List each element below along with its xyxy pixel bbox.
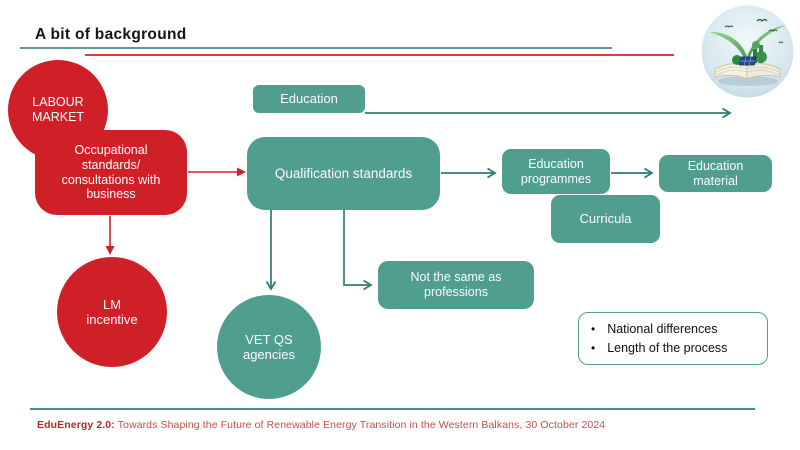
vet-qs-agencies-circle: VET QS agencies (217, 295, 321, 399)
bullet-icon (591, 322, 607, 336)
education-label: Education (280, 91, 338, 107)
green-book-logo-icon (701, 5, 794, 98)
footer-brand: EduEnergy 2.0: (37, 419, 115, 431)
curricula-label: Curricula (579, 211, 632, 227)
footer-text: EduEnergy 2.0: Towards Shaping the Futur… (37, 419, 605, 431)
notes-callout: National differences Length of the proce… (578, 312, 768, 365)
not-same-as-professions-box: Not the same as professions (378, 261, 534, 309)
curricula-box: Curricula (551, 195, 660, 243)
callout-item-label: National differences (607, 322, 718, 336)
footer-title: Towards Shaping the Future of Renewable … (114, 419, 606, 431)
lm-incentive-circle: LM incentive (57, 257, 167, 367)
occupational-standards-label: Occupational standards/ consultations wi… (61, 143, 161, 202)
education-material-box: Education material (659, 155, 772, 192)
footer-rule (30, 408, 755, 410)
not-same-as-professions-label: Not the same as professions (410, 270, 502, 299)
title-underline-red (85, 54, 674, 56)
callout-item: National differences (591, 322, 757, 336)
arrow-qualification-to-notsame (343, 210, 373, 291)
callout-item: Length of the process (591, 341, 757, 355)
education-box: Education (253, 85, 365, 113)
qualification-standards-label: Qualification standards (274, 165, 413, 181)
page-title: A bit of background (35, 26, 187, 43)
education-material-label: Education material (687, 158, 744, 188)
education-programmes-box: Education programmes (502, 149, 610, 194)
occupational-standards-box: Occupational standards/ consultations wi… (35, 130, 187, 215)
bullet-icon (591, 341, 607, 355)
labour-market-label: LABOUR MARKET (31, 95, 85, 124)
education-programmes-label: Education programmes (520, 156, 592, 186)
lm-incentive-label: LM incentive (86, 296, 138, 327)
qualification-standards-box: Qualification standards (247, 137, 440, 210)
callout-item-label: Length of the process (607, 341, 728, 355)
title-underline-teal (20, 47, 612, 49)
vet-qs-agencies-label: VET QS agencies (242, 331, 296, 362)
